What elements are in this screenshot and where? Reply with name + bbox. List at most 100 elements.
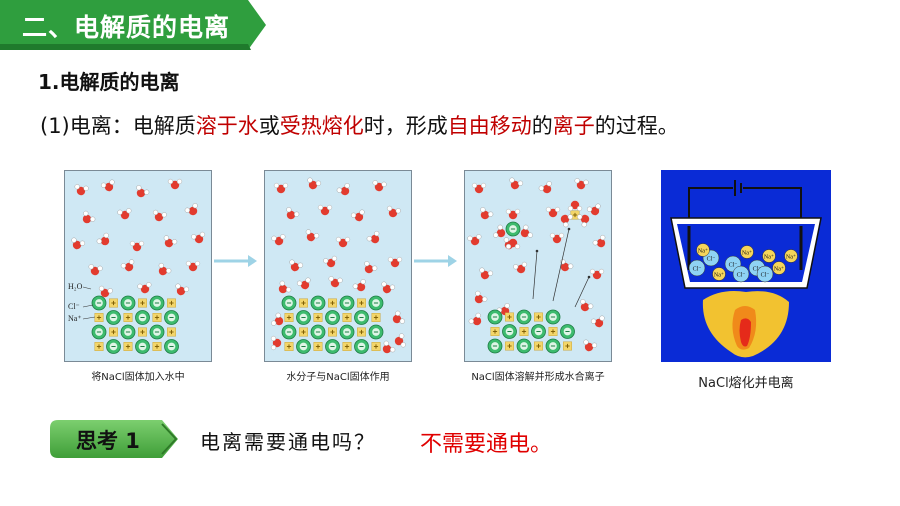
def-part: (1)电离：电解质 [40,114,196,138]
figure-label: H₂O [68,282,83,291]
svg-text:Cl⁻: Cl⁻ [761,273,770,279]
sodium-ion [563,341,572,351]
sodium-ion [167,327,176,337]
water-molecule [549,232,565,244]
sodium-ion [152,313,162,322]
chloride-ion [354,339,369,354]
chloride-ion [91,295,107,311]
chloride-ion [281,324,297,340]
water-molecule [185,260,201,272]
sodium-ion [357,298,366,308]
water-molecule [278,280,292,294]
sodium-ion [342,342,352,351]
water-molecule [560,214,573,228]
sodium-ion [371,342,381,351]
water-molecule [387,256,403,268]
water-molecule [583,339,598,352]
water-molecule [574,178,589,190]
water-molecule [296,277,311,290]
svg-text:Na⁺: Na⁺ [698,248,708,255]
sodium-ion [284,313,294,322]
water-molecule [317,204,333,216]
water-molecule [273,182,289,194]
chloride-ion [135,310,150,325]
water-molecule [382,340,396,354]
water-molecule [175,283,190,296]
arrow-right-icon [214,255,257,267]
sodium-ion [94,313,104,322]
chloride-ion [325,310,340,325]
water-molecule [167,178,183,190]
sodium-ion [519,327,529,336]
sodium-ion [167,298,176,308]
water-molecule [471,182,487,194]
chloride-ion [545,309,561,325]
chloride-ion [339,324,355,340]
sodium-ion [328,327,337,337]
think-label: 思考 1 [76,429,140,453]
svg-text:Na⁺: Na⁺ [742,250,752,257]
sodium-ion: Na⁺ [712,267,726,281]
water-molecule [577,214,590,228]
sodium-ion: Na⁺ [772,261,786,275]
chloride-ion [164,339,179,354]
chloride-ion [296,339,311,354]
water-molecule [305,229,320,242]
water-molecule [158,262,172,276]
chloride-ion [135,339,150,354]
water-molecule [513,261,528,274]
svg-text:Cl⁻: Cl⁻ [693,267,702,273]
water-molecule [286,207,300,220]
melt-electrolysis-illustration: Cl⁻Cl⁻Na⁺Cl⁻Na⁺Cl⁻Na⁺Na⁺Na⁺Na⁺Cl⁻Cl⁻ [670,180,822,358]
water-molecule [467,234,482,246]
chloride-ion [281,295,297,311]
sodium-ion [94,342,104,351]
def-part-emphasis: 溶于水 [195,114,259,138]
water-molecule [592,234,606,248]
think-answer: 不需要通电。 [420,432,553,457]
sodium-ion [371,313,381,322]
water-molecule [392,310,405,324]
water-molecule [335,236,351,248]
think-badge: 思考 1 [50,420,185,458]
sodium-ion [313,342,323,351]
water-molecule [538,181,552,194]
chloride-ion [516,338,532,354]
def-part: 的 [531,114,553,138]
water-molecule [505,238,521,250]
think-badge-bg [50,420,178,458]
figure-caption-1: 将NaCl固体加入水中 [91,372,185,383]
chloride-ion [354,310,369,325]
water-molecule [366,230,380,244]
water-molecule [336,183,350,196]
water-molecule [163,235,178,248]
sodium-ion [490,327,500,336]
chloride-ion [531,324,546,339]
def-part-emphasis: 受热熔化 [279,114,364,138]
sodium-ion [313,313,323,322]
water-molecule [505,208,521,220]
chloride-ion [164,310,179,325]
sodium-ion [505,341,514,351]
water-molecule [136,185,150,198]
section-header-bg [0,0,266,50]
water-molecule [509,177,524,190]
sodium-ion: Na⁺ [740,245,754,259]
chloride-ion [120,295,136,311]
chloride-ion: Cl⁻ [732,265,750,283]
sodium-ion [123,313,133,322]
chloride-ion [120,324,136,340]
chloride-ion [325,339,340,354]
water-molecule [480,207,494,220]
chloride-ion [502,324,517,339]
sodium-ion [342,313,352,322]
sodium-ion: Na⁺ [784,249,798,263]
chloride-ion: Cl⁻ [688,259,706,277]
chloride-ion [368,295,384,311]
sodium-ion [123,342,133,351]
chloride-ion [149,295,165,311]
water-molecule [270,335,282,351]
section-title: 二、电解质的电离 [22,13,231,42]
sodium-ion [357,327,366,337]
